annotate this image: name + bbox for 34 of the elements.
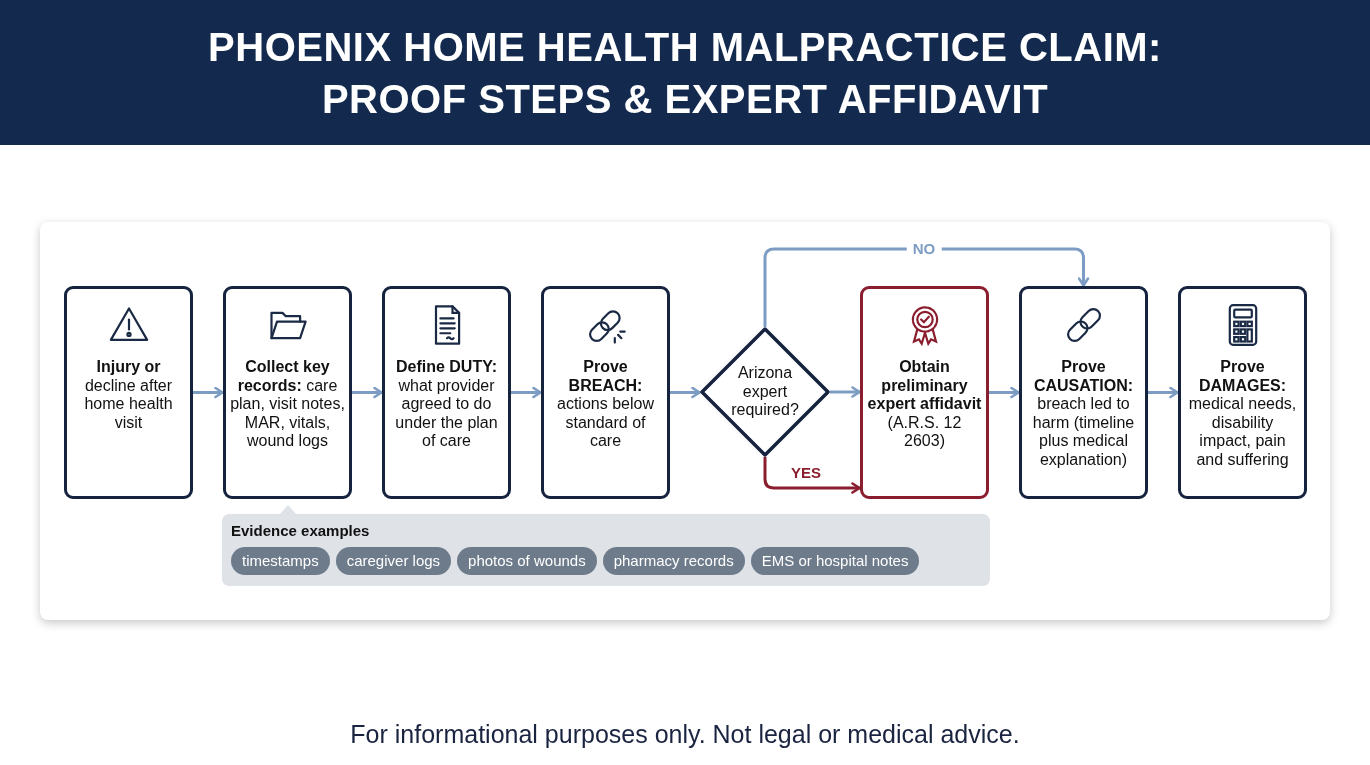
step-text: Collect key records: care plan, visit notes, MAR, vitals, wound logs [230,358,345,451]
decision-text: Arizona expert required? [730,364,800,420]
evidence-panel [222,514,990,586]
process-box [223,286,352,499]
process-box [541,286,670,499]
process-box [1019,286,1148,499]
arrow [830,386,861,398]
panel-heading: Evidence examples [231,522,371,540]
evidence-tag: EMS or hospital notes [750,547,920,575]
diagram-title: PHOENIX HOME HEALTH MALPRACTICE CLAIM: PROOF STEPS & EXPERT AFFIDAVIT [207,23,1163,123]
evidence-tag: photos of wounds [457,547,597,575]
arrow [670,386,701,399]
step-text: Prove BREACH: actions below standard of care [556,358,655,451]
arrow [193,386,224,399]
process-box [1178,286,1307,499]
evidence-tag: timestamps [231,547,330,575]
step-text: Define DUTY: what provider agreed to do under the plan of care [394,358,499,451]
footer-note: For informational purposes only. Not legal or medical advice. [350,720,1020,748]
arrow [763,457,861,494]
arrow [763,247,1090,327]
step-text: Injury or decline after home health visit [83,358,174,432]
process-box [64,286,193,499]
evidence-tag: caregiver logs [335,547,452,575]
process-box [860,286,989,499]
decision-diamond [700,327,830,457]
arrow [511,386,542,399]
step-text: Obtain preliminary expert affidavit (A.R.S. 12 2603) [867,358,982,451]
step-text: Prove CAUSATION: breach led to harm (timeline plus medical explanation) [1031,358,1136,469]
arrow [352,386,383,399]
step-text: Prove DAMAGES: medical needs, disability impact, pain and suffering [1187,358,1298,469]
evidence-tag: pharmacy records [602,547,745,575]
arrow [989,386,1020,399]
process-box [382,286,511,499]
arrow [1148,386,1179,399]
